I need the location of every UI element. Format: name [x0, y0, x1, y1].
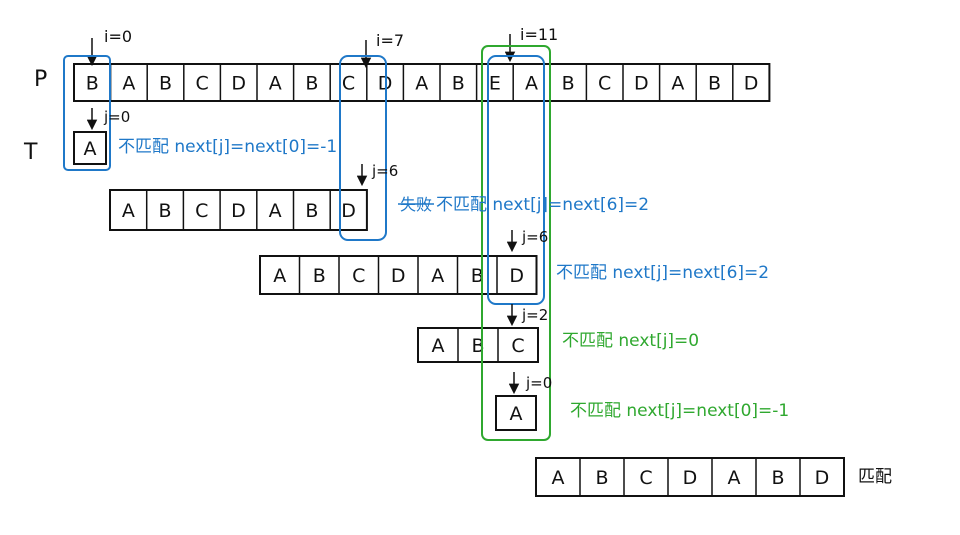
cell-char: D: [231, 73, 246, 95]
cell-char: C: [352, 265, 365, 287]
cell-char: B: [305, 200, 318, 222]
cell-char: B: [595, 467, 608, 489]
cell-char: D: [815, 467, 830, 489]
step-note: 不匹配 next[j]=next[6]=2: [436, 195, 649, 215]
cell-char: B: [708, 73, 721, 95]
pattern-row-0: A: [73, 131, 107, 165]
step-note: 不匹配 next[j]=next[0]=-1: [570, 401, 789, 421]
pattern-row-4-border: [495, 395, 537, 431]
pointer-i0-label: i=0: [104, 27, 132, 46]
pattern-row-0-border: [73, 131, 107, 165]
cell-char: B: [471, 265, 484, 287]
j-pointer-label: j=6: [371, 162, 398, 180]
cell-char: C: [195, 73, 208, 95]
cell-char: A: [525, 73, 538, 95]
cell-char: A: [431, 265, 444, 287]
cell-char: B: [313, 265, 326, 287]
cell-char: B: [159, 73, 172, 95]
cell-char: D: [744, 73, 759, 95]
i7-highlight-frame: [339, 55, 387, 241]
cell-char: D: [683, 467, 698, 489]
cell-char: D: [509, 265, 524, 287]
pointer-i7-label: i=7: [376, 31, 404, 50]
main-string-row-border: [73, 63, 771, 102]
cell-char: A: [273, 265, 286, 287]
cell-char: A: [415, 73, 428, 95]
step-note: 匹配: [858, 467, 892, 487]
i11-blue-frame: [487, 55, 545, 305]
cell-char: A: [122, 73, 135, 95]
cell-char: A: [269, 73, 282, 95]
cell-char: C: [598, 73, 611, 95]
cell-char: D: [634, 73, 649, 95]
cell-char: B: [562, 73, 575, 95]
cell-char: B: [452, 73, 465, 95]
pattern-row-3-border: [417, 327, 539, 363]
cell-char: A: [728, 467, 741, 489]
j-pointer-label: j=6: [521, 228, 548, 246]
cell-char: C: [639, 467, 652, 489]
pattern-row-2-border: [259, 255, 538, 295]
cell-char: D: [391, 265, 406, 287]
cell-char: D: [231, 200, 246, 222]
cell-char: C: [511, 335, 524, 357]
cell-char: C: [195, 200, 208, 222]
i11-green-frame: [481, 45, 551, 441]
main-string-label: P: [34, 67, 47, 92]
pattern-row-1-border: [109, 189, 368, 231]
cell-char: A: [269, 200, 282, 222]
step-annotations: j=0不匹配 next[j]=next[0]=-1j=6失败不匹配 next[j…: [86, 108, 892, 487]
step-note: 不匹配 next[j]=next[6]=2: [556, 263, 769, 283]
cell-char: A: [432, 335, 445, 357]
i0-highlight-frame: [63, 55, 111, 171]
step-note: 不匹配 next[j]=next[0]=-1: [118, 137, 337, 157]
cell-char: A: [122, 200, 135, 222]
pointer-i11-label: i=11: [520, 25, 558, 44]
cell-char: B: [771, 467, 784, 489]
cell-char: A: [671, 73, 684, 95]
cell-char: B: [159, 200, 172, 222]
cell-char: A: [84, 138, 97, 160]
pattern-row-5-border: [535, 457, 845, 497]
j-pointer-label: j=0: [525, 374, 552, 392]
step-note: 不匹配 next[j]=0: [562, 331, 699, 351]
cell-char: B: [86, 73, 99, 95]
cell-char: A: [552, 467, 565, 489]
pattern-label: T: [23, 140, 38, 165]
cell-char: A: [510, 403, 523, 425]
cell-char: B: [305, 73, 318, 95]
cell-char: C: [342, 73, 355, 95]
cell-char: D: [341, 200, 356, 222]
j-pointer-label: j=2: [521, 306, 548, 324]
cell-char: E: [489, 73, 501, 95]
j-pointer-label: j=0: [103, 108, 130, 126]
pattern-row-4: A: [495, 395, 537, 431]
